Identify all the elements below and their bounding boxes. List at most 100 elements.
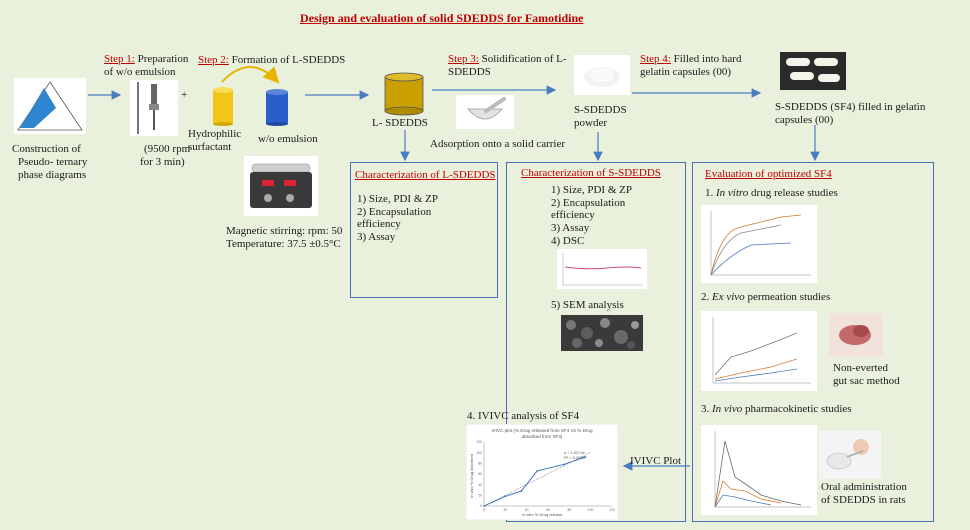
ssdedds-item-2: 2) Encapsulation <box>551 197 626 209</box>
ivivc-chart-title-1: IVIVC plot (% Drug released from SF4 Vs … <box>491 428 593 433</box>
sem-analysis-label: 5) SEM analysis <box>551 299 624 311</box>
pseudo-label-3: phase diagrams <box>18 169 87 181</box>
step1-label: Step 1: <box>104 53 135 65</box>
ivivc-x-tick-label: 100 <box>588 508 594 512</box>
pharmacokinetic-chart <box>701 425 817 515</box>
ivivc-y-tick-label: 60 <box>478 472 482 476</box>
ivivc-x-tick-label: 20 <box>503 508 507 512</box>
invitro-rest: drug release studies <box>748 187 838 199</box>
ivivc-x-tick-label: 120 <box>609 508 615 512</box>
step4-line1: Step 4: Filled into hard <box>640 53 741 66</box>
step4-label: Step 4: <box>640 53 671 65</box>
step3-line1: Step 3: Solidification of L- <box>448 53 567 66</box>
step1-text: Preparation <box>134 53 189 65</box>
gut-sac-label-1: Non-everted <box>833 362 888 374</box>
oral-admin-label-1: Oral administration <box>821 481 907 493</box>
step3-label: Step 3: <box>448 53 479 65</box>
invivo-rest: pharmacokinetic studies <box>742 403 852 415</box>
invitro-heading: 1. In vitro drug release studies <box>705 187 838 200</box>
ssdedds-characterization-box: Characterization of S-SDEDDS 1) Size, PD… <box>506 162 686 522</box>
surfactant-cylinder-icon <box>213 87 233 126</box>
hydrophilic-label-1: Hydrophilic <box>188 128 242 140</box>
invitro-em: In vitro <box>716 187 749 199</box>
lsdedds-characterization-box: Characterization of L-SDEDDS 1) Size, PD… <box>350 162 498 298</box>
pseudo-label-1: Construction of <box>12 143 81 155</box>
exvivo-em: Ex vivo <box>712 291 745 303</box>
step2-line: Step 2: Formation of L-SDEDDS <box>198 54 345 67</box>
step3-text: Solidification of L- <box>478 53 567 65</box>
step1-line1: Step 1: Preparation <box>104 53 188 66</box>
rpm-line2: for 3 min) <box>140 156 185 168</box>
ivivc-x-tick-label: 40 <box>525 508 529 512</box>
step4-line2: gelatin capsules (00) <box>640 66 732 78</box>
ivivc-data-point <box>584 456 587 458</box>
oral-administration-image <box>819 431 881 479</box>
ivivc-y-tick-label: 0 <box>480 504 482 508</box>
gut-sac-label-2: gut sac method <box>833 375 900 387</box>
arrow-surfactant-curve <box>221 66 280 84</box>
temperature-label: Temperature: 37.5 ±0.5°C <box>226 238 341 250</box>
sf4-capsules-label-1: S-SDEDDS (SF4) filled in gelatin <box>775 101 926 113</box>
evaluation-box-title: Evaluation of optimized SF4 <box>705 168 832 180</box>
step4-text: Filled into hard <box>670 53 742 65</box>
ivivc-data-point <box>504 495 507 498</box>
ssdedds-item-3: 3) Assay <box>551 222 590 234</box>
ivivc-plot-label: IVIVC Plot <box>630 455 682 467</box>
exvivo-heading: 2. Ex vivo permeation studies <box>701 291 830 304</box>
oral-admin-label-2: of SDEDDS in rats <box>821 494 906 506</box>
ssdedds-label-1: S-SDEDDS <box>574 104 627 116</box>
lsdedds-item-2: 2) Encapsulation <box>357 206 432 218</box>
lsdedds-item-1: 1) Size, PDI & ZP <box>357 193 438 205</box>
ivivc-y-tick-label: 120 <box>476 440 482 444</box>
step1-line2: of w/o emulsion <box>104 66 176 78</box>
exvivo-num: 2. <box>701 291 712 303</box>
pseudo-label-2: Pseudo- ternary <box>18 156 88 168</box>
exvivo-rest: permeation studies <box>744 291 831 303</box>
gut-sac-image <box>829 313 883 357</box>
invivo-em: In vivo <box>712 403 743 415</box>
stirring-label: Magnetic stirring: rpm: 50 <box>226 225 343 237</box>
hydrophilic-label-2: surfactant <box>188 141 232 153</box>
mortar-pestle-icon <box>456 95 514 129</box>
lsdedds-item-2b: efficiency <box>357 218 401 230</box>
ivivc-data-line <box>483 456 586 507</box>
step3-line2: SDEDDS <box>448 66 491 78</box>
ssdedds-label-2: powder <box>574 117 607 129</box>
ivivc-y-tick-label: 40 <box>478 483 482 487</box>
ivivc-x-tick-label: 0 <box>483 508 485 512</box>
ivivc-data-point <box>520 490 523 492</box>
ssdedds-box-title: Characterization of S-SDEDDS <box>521 167 661 179</box>
lsdedds-cylinder-icon <box>384 72 424 116</box>
invivo-num: 3. <box>701 403 712 415</box>
ivivc-ylabel: In vivo % Drug absorbed <box>469 454 474 498</box>
ternary-diagram-icon <box>14 78 86 134</box>
dsc-thermogram <box>557 249 647 289</box>
ivivc-y-tick-label: 20 <box>478 494 482 498</box>
rpm-line1: (9500 rpm <box>144 143 191 155</box>
capsules-icon <box>780 52 846 90</box>
ivivc-data-point <box>536 469 539 472</box>
invivo-heading: 3. In vivo pharmacokinetic studies <box>701 403 852 416</box>
ivivc-x-tick-label: 80 <box>567 508 571 512</box>
ivivc-chart: IVIVC plot (% Drug released from SF4 Vs … <box>466 424 618 520</box>
ivivc-x-tick-label: 60 <box>546 508 550 512</box>
ivivc-equation: y = 1.0074x <box>564 450 585 455</box>
sf4-capsules-label-2: capsules (00) <box>775 114 834 126</box>
invitro-release-chart <box>701 205 817 283</box>
lsdedds-item-3: 3) Assay <box>357 231 396 243</box>
ivivc-chart-title-2: absorbed from SF4) <box>522 434 563 439</box>
ivivc-y-tick-label: 80 <box>478 462 482 466</box>
plus-sign: + <box>181 89 188 101</box>
diagram-title: Design and evaluation of solid SDEDDS fo… <box>300 11 584 25</box>
step2-label: Step 2: <box>198 54 229 66</box>
sem-image <box>561 315 643 351</box>
lsdedds-label: L- SDEDDS <box>372 117 428 129</box>
powder-icon <box>574 55 630 95</box>
magnetic-stirrer-icon <box>244 156 318 216</box>
invitro-num: 1. <box>705 187 716 199</box>
ssdedds-item-4: 4) DSC <box>551 235 585 247</box>
ivivc-xlabel: In vitro % Drug release <box>522 512 563 517</box>
